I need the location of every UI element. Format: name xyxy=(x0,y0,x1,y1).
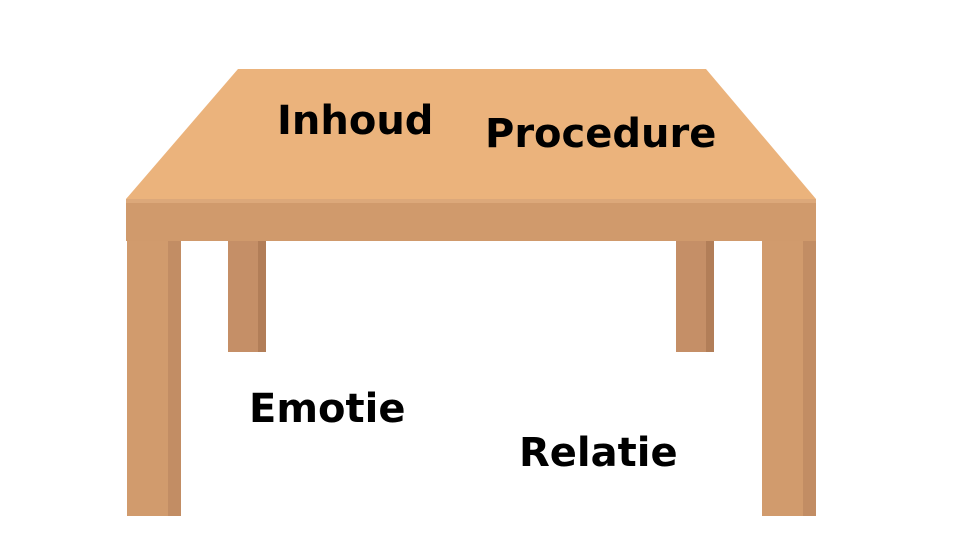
back-right-leg-shade xyxy=(706,238,714,352)
label-inhoud: Inhoud xyxy=(277,98,433,144)
front-right-leg-shade xyxy=(803,238,816,516)
label-relatie: Relatie xyxy=(519,430,678,476)
table-apron xyxy=(126,199,816,241)
label-emotie: Emotie xyxy=(249,386,405,432)
label-procedure: Procedure xyxy=(485,111,716,157)
front-left-leg-shade xyxy=(168,238,181,516)
tabletop xyxy=(126,69,816,199)
table-icon xyxy=(126,69,816,516)
back-left-leg-shade xyxy=(258,238,266,352)
table-apron-highlight xyxy=(126,199,816,203)
